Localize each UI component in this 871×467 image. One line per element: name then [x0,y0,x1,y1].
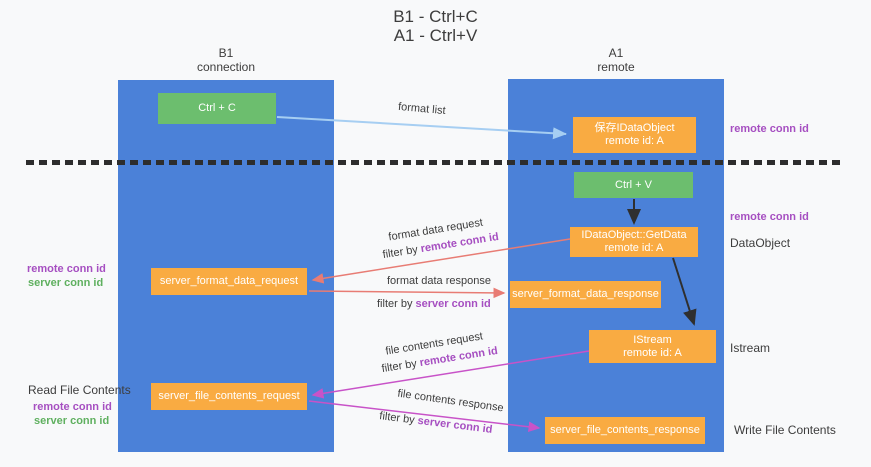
node-idataobject-getdata: IDataObject::GetData remote id: A [570,227,698,257]
label-left-remote-conn-id-2: remote conn id [33,401,112,413]
label-left-server-conn-id-1: server conn id [28,277,104,289]
save-dataobject-line2: remote id: A [605,135,664,147]
title-line-1: B1 - Ctrl+C [393,7,478,26]
save-dataobject-line1: 保存IDataObject [594,122,675,134]
node-server-file-contents-request: server_file_contents_request [151,383,307,410]
label-dataobject: DataObject [730,236,791,250]
label-write-file-contents: Write File Contents [734,423,836,437]
getdata-line2: remote id: A [604,242,664,254]
label-filter-by-server-1: filter by server conn id [377,298,491,310]
label-istream: Istream [730,341,771,355]
label-filter-by-server-2: filter by server conn id [379,410,493,436]
server-file-contents-request-label: server_file_contents_request [158,390,300,402]
node-ctrl-c: Ctrl + C [158,93,276,124]
ctrl-v-label: Ctrl + V [615,178,652,191]
filter-by-text: filter by [381,243,419,262]
filter-by-text: filter by [380,357,418,376]
istream-line2: remote id: A [623,346,682,359]
label-remote-conn-id-top: remote conn id [730,123,809,135]
node-server-format-data-request: server_format_data_request [151,268,307,295]
left-column-name: B1 [218,46,234,60]
arrow-format-data-response [308,287,506,299]
left-column-header: B1 connection [118,46,334,74]
label-left-server-conn-id-2: server conn id [34,415,110,427]
filter-key-server: server conn id [416,414,494,436]
istream-line1: IStream [633,333,672,346]
filter-key-server: server conn id [415,298,491,310]
label-format-data-response: format data response [387,275,491,287]
getdata-line1: IDataObject::GetData [581,229,687,241]
diagram-title: B1 - Ctrl+C A1 - Ctrl+V [0,7,871,45]
ctrl-c-label: Ctrl + C [198,102,236,114]
node-istream: IStream remote id: A [589,330,716,363]
title-line-2: A1 - Ctrl+V [393,26,478,45]
node-ctrl-v: Ctrl + V [574,172,693,198]
right-column-role: remote [597,60,635,74]
filter-by-text: filter by [377,298,413,310]
server-format-data-request-label: server_format_data_request [159,275,299,287]
right-column-name: A1 [608,46,624,60]
label-read-file-contents: Read File Contents [28,383,131,397]
dashed-divider-line [26,160,845,165]
right-column-header: A1 remote [508,46,724,74]
server-file-contents-response-label: server_file_contents_response [550,424,700,436]
node-server-file-contents-response: server_file_contents_response [545,417,705,444]
node-server-format-data-response: server_format_data_response [510,281,661,308]
label-file-contents-response: file contents response [396,387,505,415]
node-save-dataobject: 保存IDataObject remote id: A [573,117,696,153]
label-left-remote-conn-id-1: remote conn id [27,263,106,275]
filter-by-text: filter by [378,410,416,427]
label-remote-conn-id-mid: remote conn id [730,211,809,223]
left-column-role: connection [196,60,256,74]
label-format-list: format list [397,100,447,118]
server-format-data-response-label: server_format_data_response [512,288,659,300]
